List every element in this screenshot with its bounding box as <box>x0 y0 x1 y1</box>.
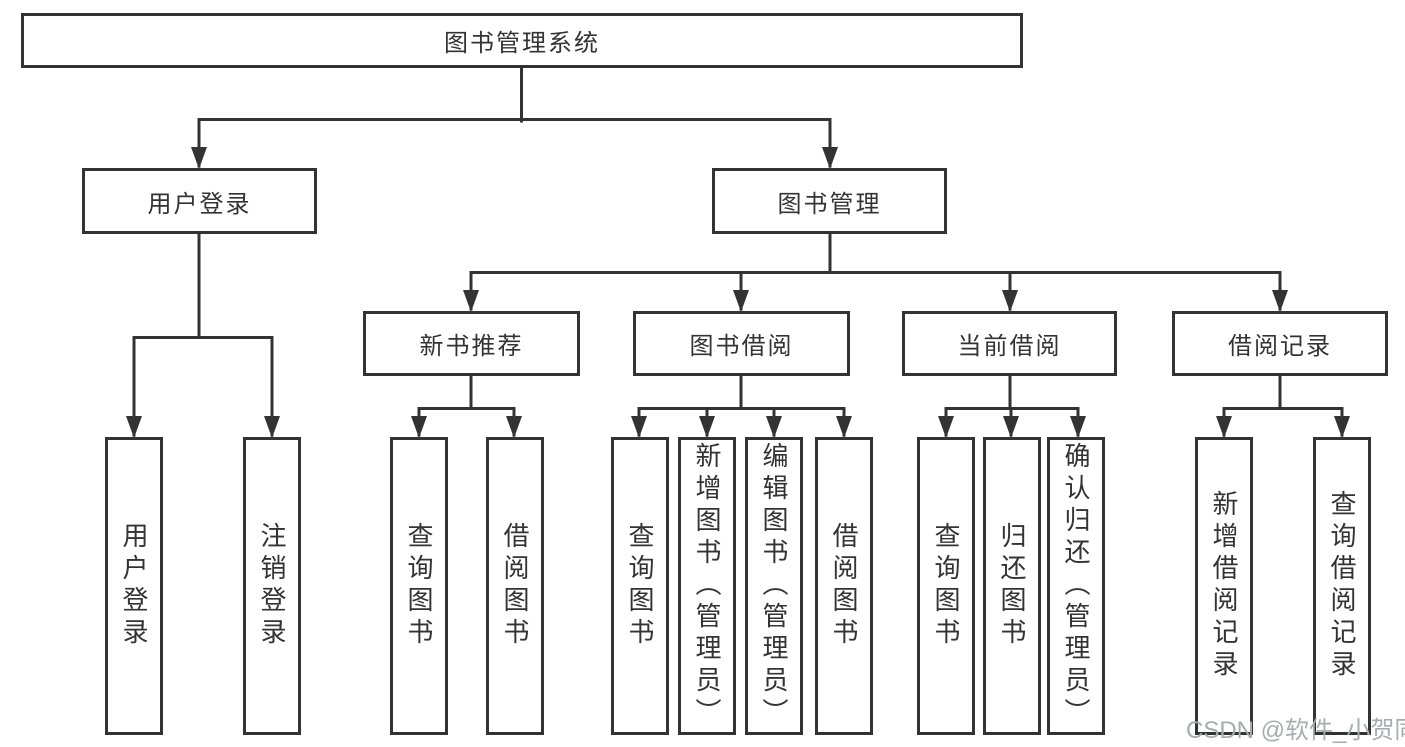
leaf-borrow-borrow-books: 借阅图书 <box>815 437 873 735</box>
arrow-down-icon <box>1003 416 1019 438</box>
node-book-borrow-label: 图书借阅 <box>689 333 794 360</box>
leaf-user-login-label: 用户登录 <box>119 522 149 650</box>
node-user-login-label: 用户登录 <box>147 190 252 218</box>
leaf-newbook-query-books: 查询图书 <box>390 437 448 735</box>
node-current-borrow-label: 当前借阅 <box>957 333 1062 360</box>
leaf-borrow-add-books-admin-label: 新增图书（管理员） <box>692 442 722 730</box>
node-root: 图书管理系统 <box>21 13 1023 68</box>
arrow-down-icon <box>766 416 782 438</box>
leaf-records-query-label: 查询借阅记录 <box>1327 490 1357 682</box>
node-user-login: 用户登录 <box>82 168 317 234</box>
node-new-book-recommend: 新书推荐 <box>363 311 580 376</box>
leaf-current-query-books-label: 查询图书 <box>931 522 961 650</box>
node-book-management: 图书管理 <box>712 168 947 234</box>
node-root-label: 图书管理系统 <box>444 30 600 57</box>
arrow-down-icon <box>733 290 749 312</box>
node-current-borrow: 当前借阅 <box>902 311 1117 376</box>
leaf-current-confirm-return-admin: 确认归还（管理员） <box>1047 437 1105 735</box>
arrow-down-icon <box>1070 416 1086 438</box>
arrow-down-icon <box>1216 416 1232 438</box>
arrow-down-icon <box>191 147 207 169</box>
arrow-down-icon <box>1334 416 1350 438</box>
leaf-borrow-query-books-label: 查询图书 <box>625 522 655 650</box>
leaf-borrow-borrow-books-label: 借阅图书 <box>829 522 859 650</box>
arrow-down-icon <box>126 416 142 438</box>
arrow-down-icon <box>1272 290 1288 312</box>
arrow-down-icon <box>699 416 715 438</box>
arrow-down-icon <box>836 416 852 438</box>
leaf-current-return-books-label: 归还图书 <box>997 522 1027 650</box>
leaf-borrow-query-books: 查询图书 <box>611 437 669 735</box>
node-new-book-recommend-label: 新书推荐 <box>419 333 524 360</box>
leaf-logout: 注销登录 <box>243 437 301 735</box>
arrow-down-icon <box>938 416 954 438</box>
arrow-down-icon <box>631 416 647 438</box>
leaf-current-return-books: 归还图书 <box>983 437 1041 735</box>
leaf-newbook-borrow-books-label: 借阅图书 <box>500 522 530 650</box>
leaf-user-login: 用户登录 <box>105 437 163 735</box>
leaf-records-add: 新增借阅记录 <box>1195 437 1253 735</box>
arrow-down-icon <box>1002 290 1018 312</box>
leaf-borrow-edit-books-admin-label: 编辑图书（管理员） <box>759 442 789 730</box>
leaf-records-query: 查询借阅记录 <box>1313 437 1371 735</box>
node-book-borrow: 图书借阅 <box>633 311 850 376</box>
arrow-down-icon <box>822 147 838 169</box>
leaf-borrow-add-books-admin: 新增图书（管理员） <box>678 437 736 735</box>
arrow-down-icon <box>463 290 479 312</box>
leaf-current-query-books: 查询图书 <box>917 437 975 735</box>
leaf-newbook-borrow-books: 借阅图书 <box>486 437 544 735</box>
node-borrow-records-label: 借阅记录 <box>1228 333 1332 360</box>
leaf-logout-label: 注销登录 <box>257 522 287 650</box>
arrow-down-icon <box>411 416 427 438</box>
node-book-management-label: 图书管理 <box>777 190 882 218</box>
node-borrow-records: 借阅记录 <box>1172 311 1388 376</box>
arrow-down-icon <box>264 416 280 438</box>
watermark: CSDN @软件_小贺同学 <box>1186 717 1405 744</box>
arrow-down-icon <box>506 416 522 438</box>
leaf-newbook-query-books-label: 查询图书 <box>404 522 434 650</box>
leaf-borrow-edit-books-admin: 编辑图书（管理员） <box>745 437 803 735</box>
leaf-records-add-label: 新增借阅记录 <box>1209 490 1239 682</box>
leaf-current-confirm-return-admin-label: 确认归还（管理员） <box>1061 442 1091 730</box>
